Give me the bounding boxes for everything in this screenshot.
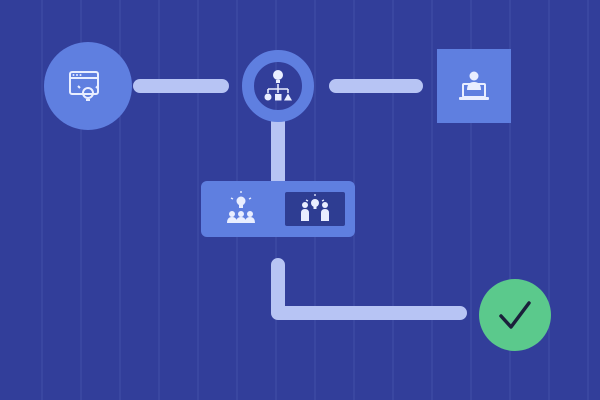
connectors xyxy=(133,79,467,320)
checkmark-icon xyxy=(499,301,531,329)
hub-ring xyxy=(242,50,314,122)
node-hub xyxy=(242,50,314,122)
done-circle xyxy=(479,279,551,351)
node-start xyxy=(44,42,132,130)
idea-group-icon xyxy=(227,191,255,223)
person-laptop-icon xyxy=(459,71,489,100)
node-done xyxy=(479,279,551,351)
node-end-device xyxy=(437,49,511,123)
browser-dots-icon xyxy=(72,74,82,76)
browser-lightbulb-icon xyxy=(69,71,99,101)
node-team-panel xyxy=(201,181,355,237)
connector-panel-done xyxy=(271,258,467,320)
start-circle xyxy=(44,42,132,130)
idea-hierarchy-icon xyxy=(264,70,292,101)
idea-pair-icon xyxy=(301,194,329,221)
